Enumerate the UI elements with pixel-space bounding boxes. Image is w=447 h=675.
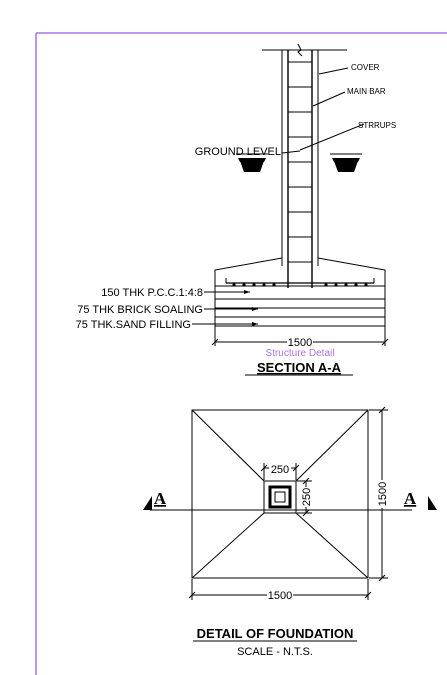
section-marker-left-text: A [154,489,167,508]
section-view [192,43,389,346]
layer-label-pcc: 150 THK P.C.C.1:4:8 [101,287,203,299]
stirrups-leader [299,123,365,151]
break-mark [297,43,303,57]
cover-label: COVER [351,63,380,72]
main-bar-label: MAIN BAR [347,87,386,96]
foundation-layers [214,285,386,327]
section-title: SECTION A-A [257,360,342,375]
plan-scale: SCALE - N.T.S. [237,646,313,658]
section-caption: Structure Detail [266,348,335,359]
stirrups-label: STRRUPS [358,121,396,130]
section-marker-left: A [143,489,167,510]
column-core [274,491,286,503]
section-marker-right-text: A [404,489,417,508]
ground-level-label: GROUND LEVEL [195,146,281,158]
layer-label-sand: 75 THK.SAND FILLING [76,319,191,331]
stirrups [288,61,312,263]
ground-level-marks [236,153,362,172]
column-width-dimension-text: 250 [271,464,289,476]
section-width-dimension-text: 1500 [288,337,312,349]
footing-outline [191,409,369,579]
sheet-border [35,32,447,675]
plan-title: DETAIL OF FOUNDATION [197,626,354,641]
ground-level-leader [281,150,301,154]
main-bar-leader [312,91,346,107]
pedestal-outline [263,480,297,514]
footing-width-dimension-text: 1500 [268,590,292,602]
column-outline [268,485,292,509]
section-marker-right: A [404,489,437,510]
cover-leader [318,67,349,75]
column-depth-dimension-text: 250 [301,488,313,506]
layer-label-soling: 75 THK BRICK SOALING [77,304,203,316]
plan-view [150,406,412,600]
footing-depth-dimension-text: 1500 [377,482,389,506]
